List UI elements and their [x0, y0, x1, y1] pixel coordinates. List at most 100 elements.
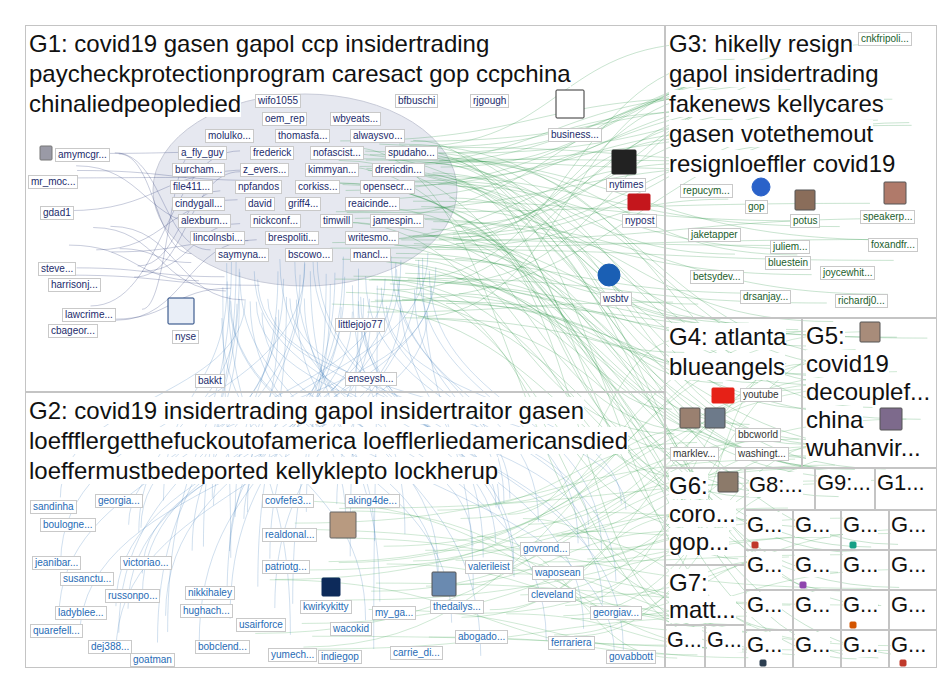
group-title: G8:... — [749, 472, 803, 497]
group-box: G... — [793, 510, 841, 550]
vertex-label: thomasfa... — [275, 129, 330, 143]
avatar-icon — [40, 146, 52, 160]
vertex-label: business... — [548, 128, 602, 142]
group-title: G... — [843, 512, 878, 537]
vertex-label: susanctu... — [60, 572, 114, 586]
group-box: G... — [841, 590, 889, 630]
group-box: G5: covid19 decouplef... china wuhanvir.… — [802, 318, 937, 468]
vertex-label: griff4... — [285, 197, 321, 211]
group-title: G... — [707, 627, 742, 652]
cluster-oval — [153, 94, 457, 286]
group-box: G... — [889, 630, 937, 668]
group-title: G... — [843, 632, 878, 657]
group-box: G9:... — [815, 468, 875, 510]
vertex-label: youtube — [740, 388, 782, 402]
title-wrap: G... — [843, 512, 887, 538]
vertex-label: bobclend... — [195, 640, 250, 654]
group-title: G... — [667, 627, 702, 652]
group-box: G... — [841, 550, 889, 590]
vertex-label: carrie_di... — [390, 646, 443, 660]
vertex-edge — [77, 268, 225, 277]
vertex-label: govrond... — [520, 542, 570, 556]
group-title: G... — [795, 512, 830, 537]
vertex-label: bluestein — [765, 256, 811, 270]
title-wrap: G8:... — [749, 472, 811, 498]
vertex-label: cleveland — [528, 588, 576, 602]
vertex-edge — [376, 258, 767, 294]
vertex-label: harrisonj... — [48, 278, 101, 292]
vertex-edge — [456, 182, 865, 367]
vertex-label: my_ga... — [372, 606, 416, 620]
vertex-edge — [372, 174, 840, 227]
vertex-edge — [426, 531, 686, 586]
group-box: G7: matt... — [665, 565, 745, 625]
title-wrap: G... — [795, 552, 839, 578]
vertex-label: juliem... — [770, 240, 810, 254]
title-wrap: G9:... — [817, 470, 873, 496]
vertex-label: sandinha — [30, 500, 77, 514]
avatar-icon — [900, 660, 906, 666]
group-box: G... — [793, 590, 841, 630]
title-wrap: G... — [795, 592, 839, 618]
avatar-icon — [884, 182, 906, 204]
vertex-label: nytimes — [606, 178, 646, 192]
vertex-label: saymyna... — [215, 248, 269, 262]
vertex-label: potus — [790, 214, 820, 228]
group-title: G... — [891, 552, 926, 577]
title-wrap: G2: covid19 insidertrading gapol insider… — [29, 396, 659, 486]
vertex-label: usairforce — [236, 618, 286, 632]
vertex-label: bakkt — [195, 374, 225, 388]
avatar-icon — [718, 472, 738, 492]
avatar-icon — [556, 90, 584, 118]
vertex-label: corkiss... — [295, 180, 340, 194]
vertex-edge — [508, 337, 689, 514]
vertex-label: washingt... — [735, 447, 789, 461]
avatar-icon — [880, 408, 902, 430]
vertex-label: dej388... — [88, 640, 132, 654]
vertex-label: z_evers... — [240, 163, 289, 177]
vertex-label: drsanjay... — [740, 290, 791, 304]
avatar-icon — [800, 582, 806, 588]
vertex-label: brespoliti... — [265, 231, 319, 245]
title-wrap: G... — [667, 627, 703, 653]
vertex-label: bfbuschi — [395, 94, 438, 108]
vertex-label: nikkihaley — [185, 586, 235, 600]
vertex-edge — [394, 245, 778, 329]
vertex-label: hughach... — [180, 604, 233, 618]
title-wrap: G... — [707, 627, 743, 653]
title-wrap: G1... — [877, 470, 933, 496]
group-title: G6: coro... gop... — [669, 472, 736, 555]
vertex-label: nyse — [172, 330, 199, 344]
title-wrap: G... — [891, 552, 935, 578]
group-box: G6: coro... gop... — [665, 468, 745, 565]
avatar-icon — [860, 322, 880, 342]
vertex-label: wbyeats... — [330, 112, 381, 126]
vertex-label: spudaho... — [385, 146, 438, 160]
group-title: G... — [891, 592, 926, 617]
vertex-label: indiegop — [318, 650, 362, 664]
vertex-label: cnkfripoli... — [858, 32, 912, 46]
avatar-icon — [705, 408, 725, 428]
vertex-label: bbcworld — [735, 428, 781, 442]
vertex-label: cbageor... — [48, 324, 98, 338]
group-box: G... — [841, 630, 889, 668]
vertex-label: betsydev... — [690, 270, 744, 284]
title-wrap: G... — [747, 632, 791, 658]
group-box: G... — [745, 630, 793, 668]
group-title: G5: covid19 decouplef... china wuhanvir.… — [806, 322, 930, 461]
group-box: G... — [841, 510, 889, 550]
vertex-edge — [387, 564, 705, 617]
vertex-label: nickconf... — [250, 214, 301, 228]
vertex-edge — [295, 255, 481, 655]
group-title: G... — [891, 512, 926, 537]
vertex-edge — [421, 207, 833, 322]
group-title: G... — [843, 552, 878, 577]
group-title: G... — [747, 632, 782, 657]
group-box: G... — [889, 550, 937, 590]
vertex-edge — [456, 560, 684, 630]
vertex-label: marklev... — [670, 447, 719, 461]
vertex-label: yumech... — [268, 648, 317, 662]
vertex-label: littlejojo77 — [335, 318, 385, 332]
vertex-label: jaketapper — [688, 228, 741, 242]
avatar-icon — [795, 190, 815, 210]
